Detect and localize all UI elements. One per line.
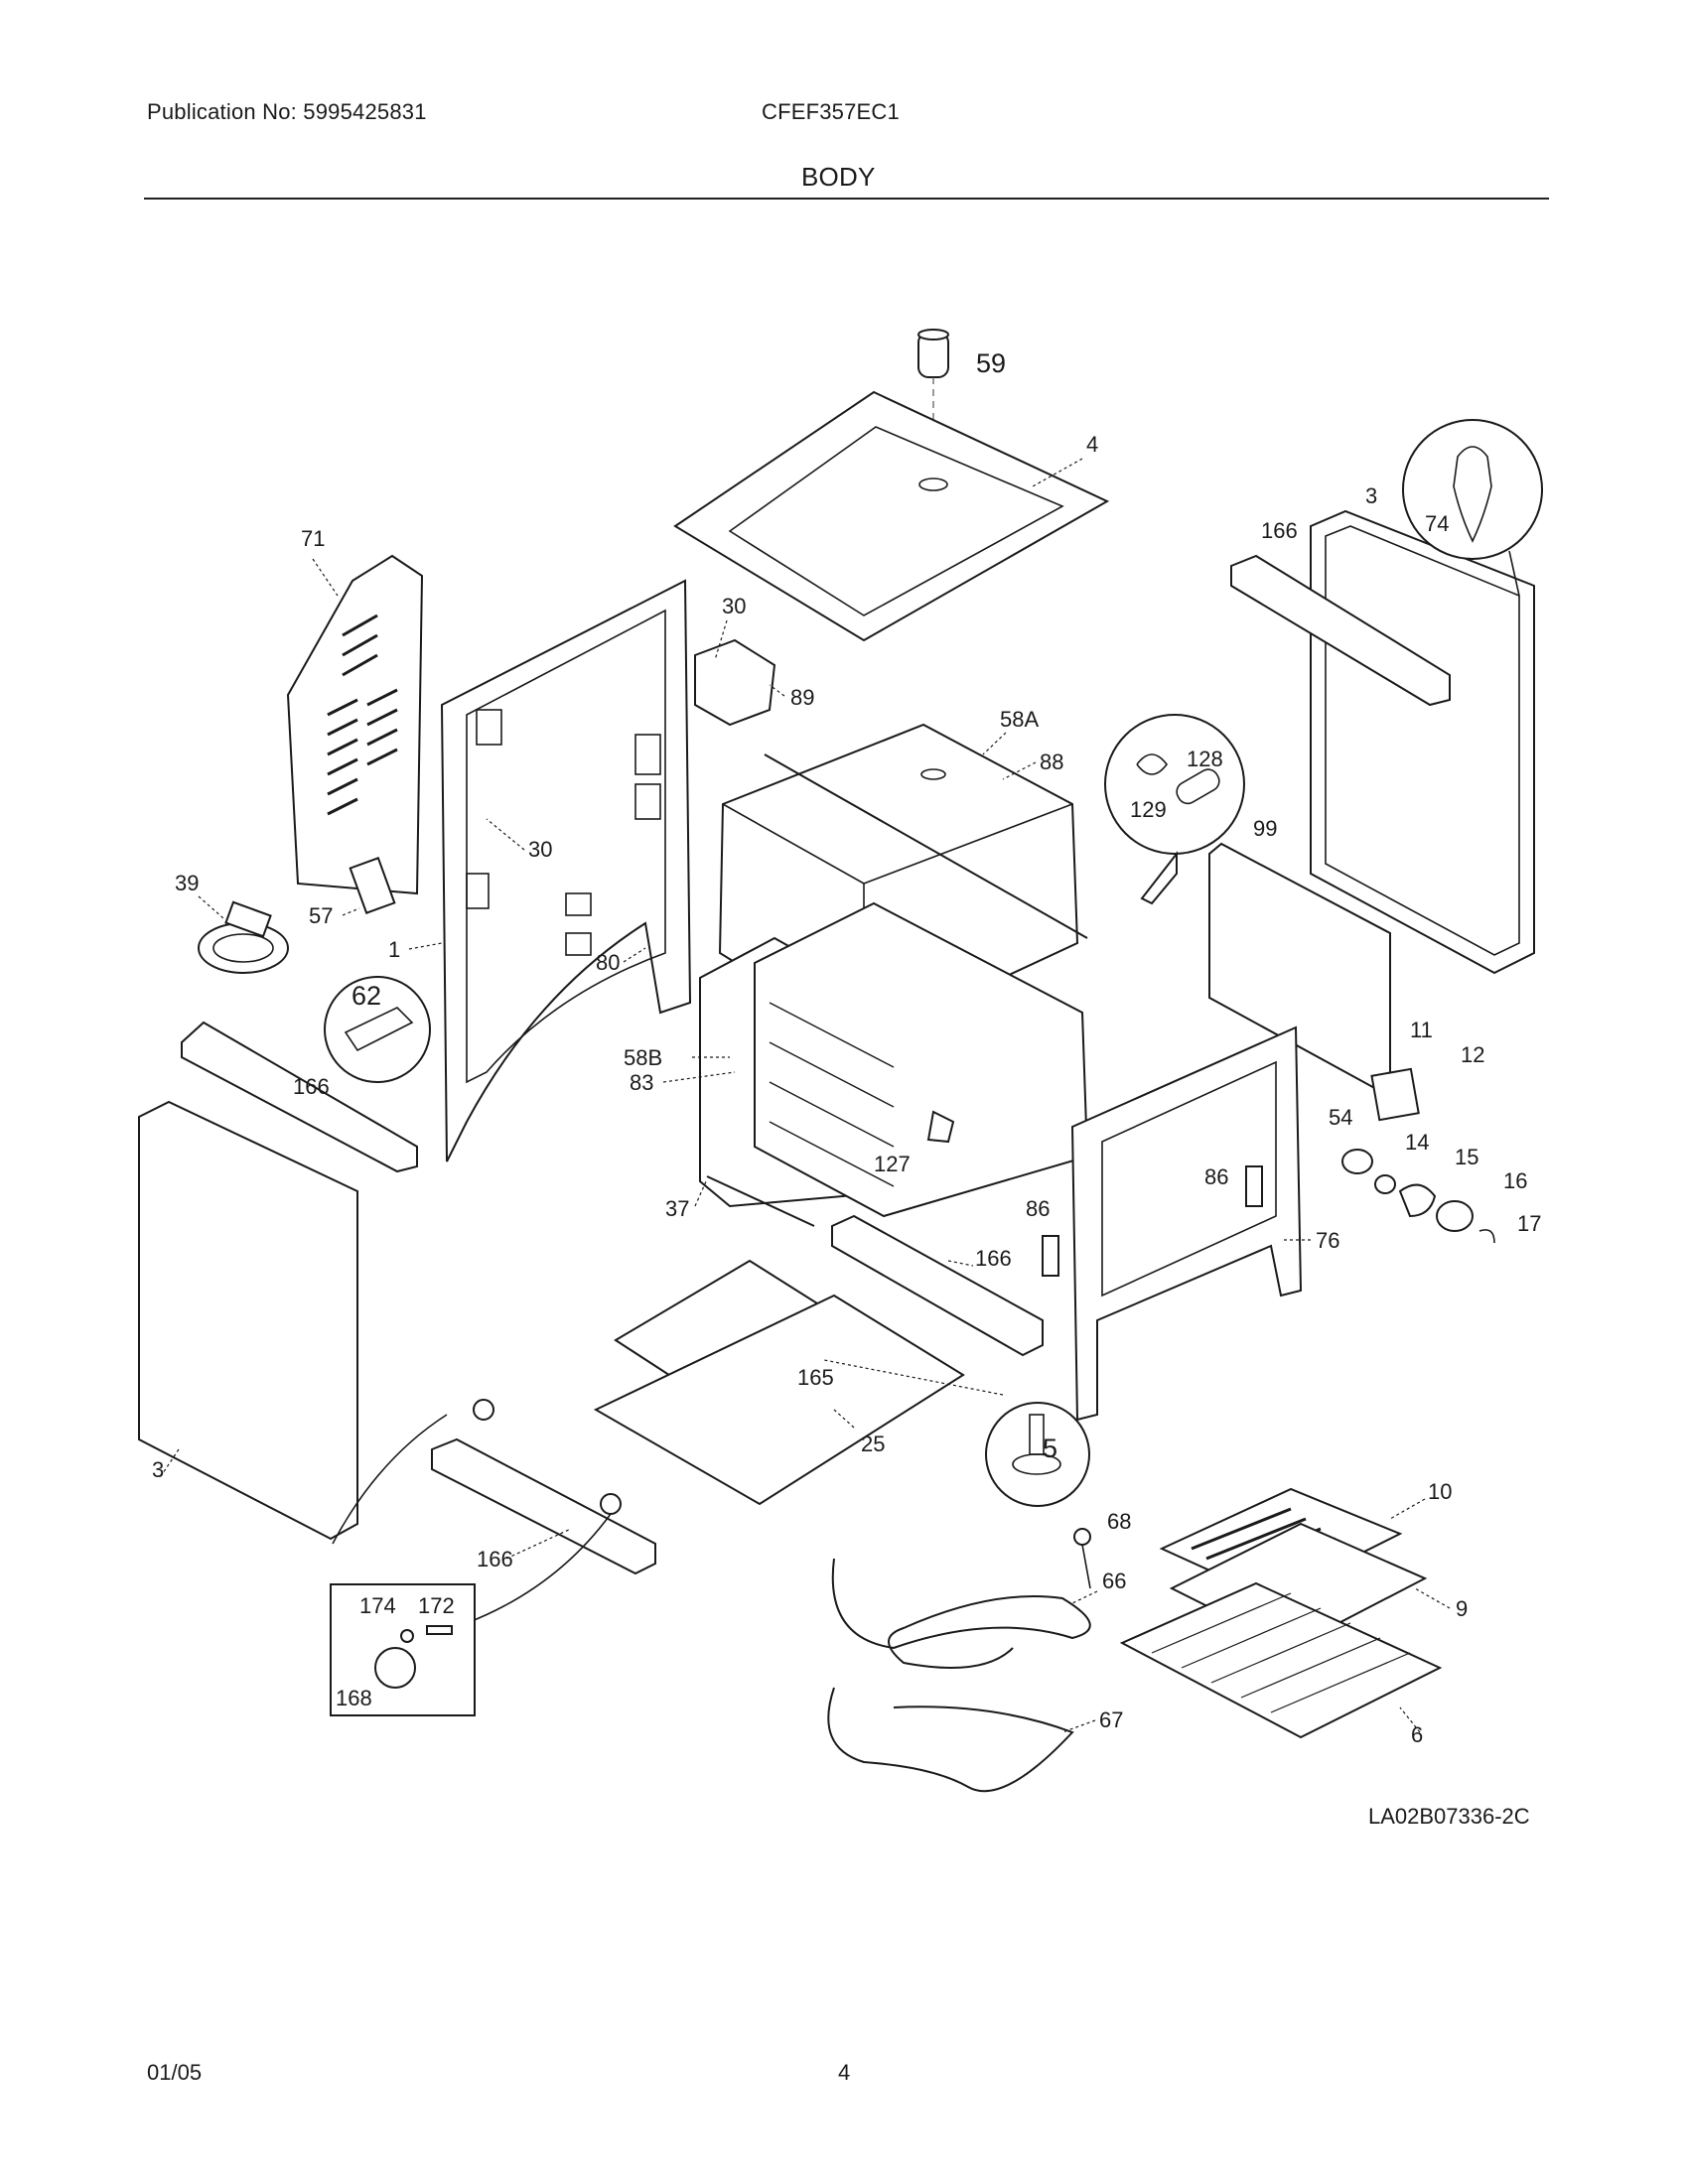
callout-62: 62 [352,981,381,1011]
callout-17: 17 [1517,1211,1541,1236]
callout-172: 172 [418,1593,455,1618]
callout-10: 10 [1428,1479,1452,1504]
callout-9: 9 [1456,1596,1468,1621]
callout-166-top: 166 [1261,518,1298,543]
callout-88: 88 [1040,750,1063,774]
part-57-plate [349,857,396,914]
part-71-back-panel [286,554,424,895]
callout-58A: 58A [1000,707,1039,732]
callout-166-base: 166 [477,1547,513,1571]
callout-71: 71 [301,526,325,551]
callout-127: 127 [874,1152,911,1176]
callout-4: 4 [1086,432,1098,457]
callout-129: 129 [1130,797,1167,822]
callout-86-lower: 86 [1026,1196,1050,1221]
callout-67: 67 [1099,1707,1123,1732]
leader-lines [158,458,1451,1733]
part-58B-oven-cavity [699,901,1089,1218]
part-68-pin [1073,1528,1091,1589]
section-title: BODY [801,162,876,192]
diagram-code: LA02B07336-2C [1368,1804,1530,1829]
part-88-rod [764,753,1088,939]
part-76-side-frame [1070,1025,1303,1422]
callout-1: 1 [388,937,400,962]
callout-66: 66 [1102,1569,1126,1593]
part-128-129-spring-detail [1104,714,1245,905]
callout-59: 59 [976,348,1006,378]
publication-number: Publication No: 5995425831 [147,99,427,124]
footer-date: 01/05 [147,2060,203,2085]
part-127-clip [926,1110,955,1144]
callout-168: 168 [336,1686,372,1710]
callout-166-bottom: 166 [975,1246,1012,1271]
part-66-broil-element [831,1558,1091,1669]
callout-86-upper: 86 [1204,1164,1228,1189]
callout-54: 54 [1329,1105,1352,1130]
callout-74: 74 [1425,511,1449,536]
part-39-power-cord [198,900,289,974]
part-4-cooktop [673,390,1110,642]
callout-labels: 59 4 3 166 74 71 30 89 58A 88 128 129 99… [152,348,1541,1747]
part-62-terminal-detail [324,976,431,1083]
callout-15: 15 [1455,1145,1478,1169]
callout-6: 6 [1411,1722,1423,1747]
callout-16: 16 [1503,1168,1527,1193]
part-67-bake-element [827,1687,1074,1793]
part-166-top-bar [1230,554,1451,707]
callout-25: 25 [861,1432,885,1456]
header-rule [144,198,1549,200]
callout-128: 128 [1187,747,1223,771]
callout-83: 83 [630,1070,653,1095]
model-number: CFEF357EC1 [762,99,900,124]
callout-76: 76 [1316,1228,1339,1253]
callout-57: 57 [309,903,333,928]
callout-174: 174 [359,1593,396,1618]
callout-80: 80 [596,950,620,975]
callout-12: 12 [1461,1042,1484,1067]
part-86-bracket-upper [1245,1165,1263,1207]
callout-58B: 58B [624,1045,662,1070]
callout-165: 165 [797,1365,834,1390]
callout-5: 5 [1043,1433,1057,1463]
callout-89: 89 [790,685,814,710]
part-3-door-right [1310,509,1535,975]
callout-11: 11 [1410,1018,1433,1042]
part-30-89-bracket [694,638,776,727]
part-74-bulb-detail [1402,419,1543,597]
part-166-bottom-bar [831,1214,1044,1357]
part-5-leveling-leg-detail [985,1402,1090,1507]
callout-68: 68 [1107,1509,1131,1534]
part-165-25-drawer-bottom [593,1259,965,1506]
callout-3-top: 3 [1365,483,1377,508]
callout-30-top: 30 [722,594,746,618]
callout-99: 99 [1253,816,1277,841]
part-37-rod [706,1175,815,1227]
page-number: 4 [838,2060,851,2085]
callout-30-mid: 30 [528,837,552,862]
part-lamp-assembly [1341,1149,1495,1244]
callout-37: 37 [665,1196,689,1221]
part-3-side-panel [138,1100,358,1541]
part-6-oven-rack [1119,1581,1443,1739]
part-166-left-bar [181,1021,418,1173]
part-1-back-frame [440,579,692,1162]
callout-39: 39 [175,871,199,895]
part-11-12-bracket [1370,1067,1420,1122]
part-166-base-rail [332,1399,656,1624]
part-86-bracket-lower [1042,1235,1059,1277]
callout-166-left: 166 [293,1074,330,1099]
roller-inset-box [330,1583,476,1716]
part-59-cap [917,329,949,467]
callout-3-left: 3 [152,1457,164,1482]
callout-14: 14 [1405,1130,1429,1155]
